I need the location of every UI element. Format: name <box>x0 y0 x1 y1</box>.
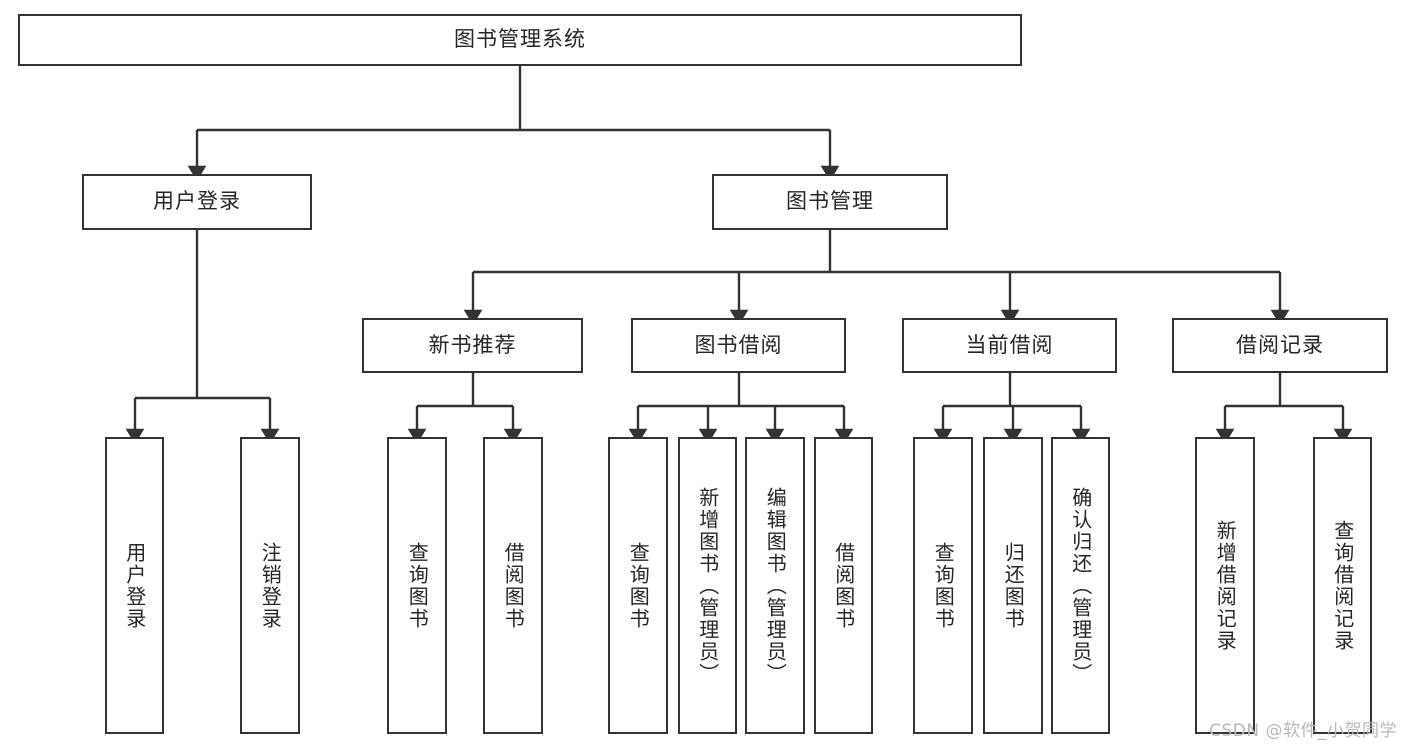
node-label: 当前借阅 <box>965 332 1054 357</box>
node-label: 新书推荐 <box>428 332 517 357</box>
node-label: 编辑图书（管理员） <box>763 486 788 685</box>
node-leaf-bor-1[interactable]: 查询图书 <box>608 437 668 734</box>
node-current[interactable]: 当前借阅 <box>902 318 1117 373</box>
node-label: 查询图书 <box>405 541 430 630</box>
node-login[interactable]: 用户登录 <box>82 174 312 230</box>
node-label: 新增图书（管理员） <box>695 486 720 685</box>
node-label: 图书借阅 <box>694 332 783 357</box>
node-label: 查询图书 <box>626 541 651 630</box>
node-label: 图书管理 <box>786 189 874 214</box>
watermark-text: CSDN @软件_小贺同学 <box>1209 721 1397 741</box>
node-leaf-rec-2[interactable]: 查询借阅记录 <box>1313 437 1372 734</box>
node-leaf-cur-1[interactable]: 查询图书 <box>913 437 973 734</box>
node-leaf-login-2[interactable]: 注销登录 <box>240 437 300 734</box>
node-bookmgmt[interactable]: 图书管理 <box>712 174 948 230</box>
node-label: 图书管理系统 <box>454 27 586 52</box>
node-label: 借阅记录 <box>1236 332 1324 357</box>
node-leaf-bor-3[interactable]: 编辑图书（管理员） <box>745 437 805 734</box>
edges <box>125 66 1353 445</box>
node-leaf-bor-4[interactable]: 借阅图书 <box>814 437 873 734</box>
node-label: 注销登录 <box>258 541 283 630</box>
node-borrow[interactable]: 图书借阅 <box>631 318 846 373</box>
node-label: 归还图书 <box>1001 541 1026 630</box>
node-label: 用户登录 <box>153 189 241 214</box>
node-leaf-cur-2[interactable]: 归还图书 <box>983 437 1043 734</box>
node-leaf-login-1[interactable]: 用户登录 <box>105 437 164 734</box>
node-newbook[interactable]: 新书推荐 <box>362 318 583 373</box>
node-label: 查询图书 <box>931 541 956 630</box>
node-label: 借阅图书 <box>501 541 526 630</box>
node-label: 确认归还（管理员） <box>1068 486 1093 685</box>
node-leaf-cur-3[interactable]: 确认归还（管理员） <box>1051 437 1110 734</box>
node-label: 新增借阅记录 <box>1213 519 1238 652</box>
node-label: 用户登录 <box>122 541 147 630</box>
node-root[interactable]: 图书管理系统 <box>18 14 1022 66</box>
node-leaf-bor-2[interactable]: 新增图书（管理员） <box>678 437 737 734</box>
node-records[interactable]: 借阅记录 <box>1172 318 1388 373</box>
node-label: 借阅图书 <box>831 541 856 630</box>
node-label: 查询借阅记录 <box>1330 519 1355 652</box>
node-leaf-rec-1[interactable]: 新增借阅记录 <box>1195 437 1255 734</box>
node-leaf-new-2[interactable]: 借阅图书 <box>483 437 543 734</box>
node-leaf-new-1[interactable]: 查询图书 <box>387 437 447 734</box>
